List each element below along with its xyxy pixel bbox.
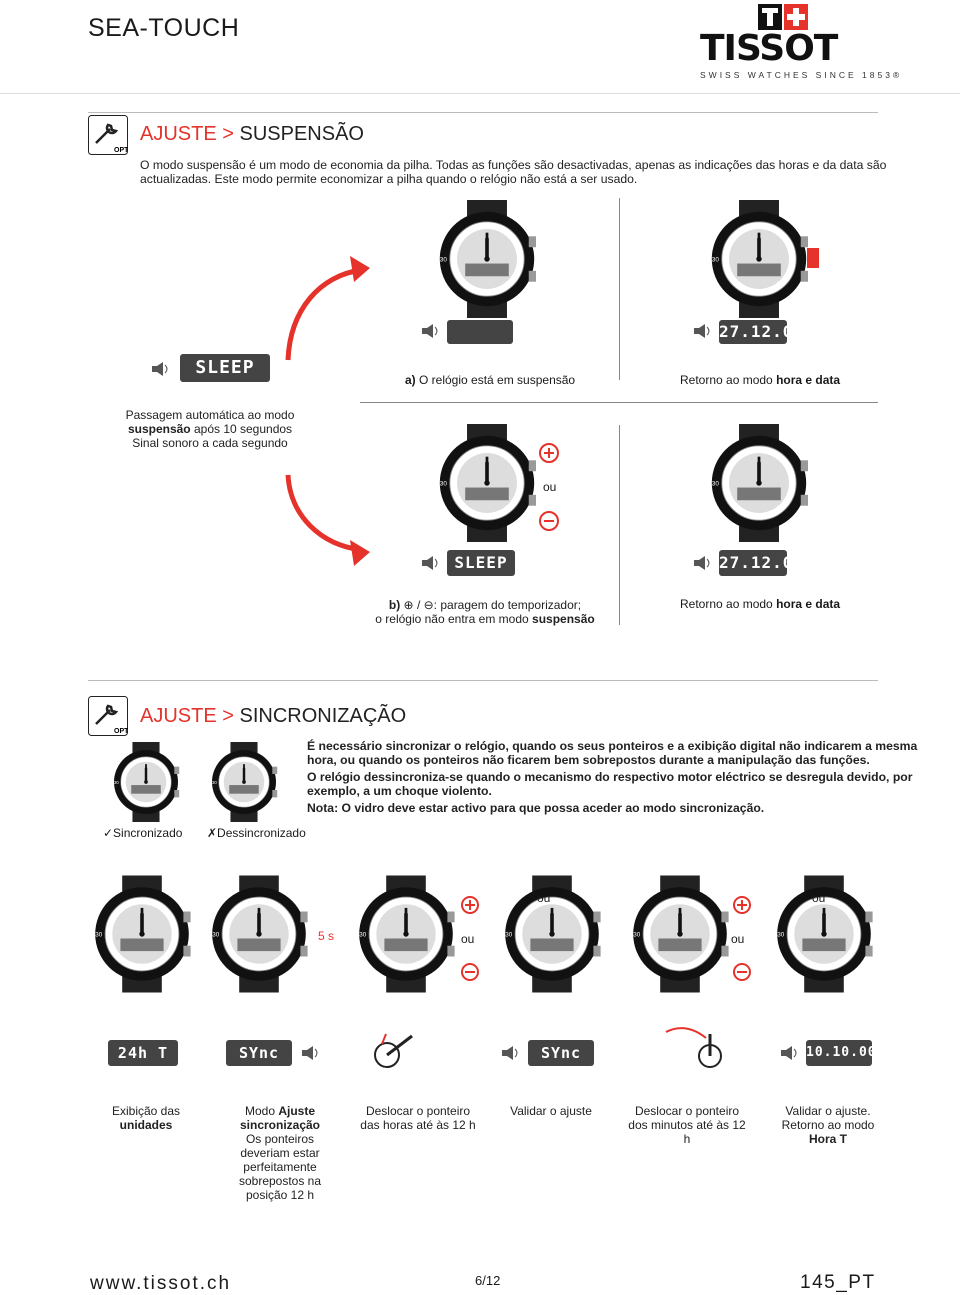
lcd-time: 10.10.00 bbox=[806, 1040, 876, 1066]
press-indicator-icon bbox=[807, 248, 819, 268]
or-label: ou bbox=[731, 932, 745, 946]
wrench-opt-icon: OPT bbox=[88, 115, 128, 155]
or-label: ou bbox=[537, 891, 551, 905]
speaker-icon bbox=[302, 1046, 318, 1060]
section-title-suspensao: AJUSTE > SUSPENSÃO bbox=[140, 123, 364, 145]
minus-icon bbox=[733, 963, 751, 981]
plus-icon bbox=[539, 443, 559, 463]
speaker-icon bbox=[781, 1046, 797, 1060]
step-caption-4: Validar o ajuste bbox=[510, 1104, 592, 1118]
document-code: 145_PT bbox=[800, 1272, 876, 1293]
watch-sleep-a bbox=[432, 200, 542, 318]
watch-synced bbox=[108, 742, 184, 822]
watch-unsynced bbox=[206, 742, 282, 822]
step-caption-5: Deslocar o ponteiro dos minutos até às 1… bbox=[628, 1104, 746, 1146]
speaker-icon bbox=[422, 556, 438, 570]
lcd-sleep: SLEEP bbox=[180, 354, 270, 382]
hour-hand-dial-icon bbox=[374, 1033, 413, 1068]
minus-icon bbox=[539, 511, 559, 531]
label-synced: ✓Sincronizado bbox=[103, 826, 183, 840]
caption-auto-sleep: Passagem automática ao modo suspensão ap… bbox=[125, 408, 295, 450]
lcd-sync: SYnc bbox=[226, 1040, 292, 1066]
five-seconds-label: 5 s bbox=[318, 929, 335, 943]
wrench-opt-icon: OPT bbox=[88, 696, 128, 736]
speaker-icon bbox=[422, 324, 438, 338]
caption-b: b) ⊕ / ⊖: paragem do temporizador; o rel… bbox=[375, 598, 595, 626]
label-unsynced: ✗Dessincronizado bbox=[207, 826, 306, 840]
watch-step-5 bbox=[626, 875, 734, 993]
lcd-date: 27.12.07 bbox=[719, 320, 803, 344]
curved-arrow-up-icon bbox=[285, 256, 370, 361]
page-number: 6/12 bbox=[475, 1273, 501, 1288]
or-label: ou bbox=[543, 480, 557, 494]
curved-arrow-down-icon bbox=[285, 474, 370, 566]
speaker-icon bbox=[152, 362, 168, 376]
footer-url[interactable]: www.tissot.ch bbox=[90, 1273, 232, 1294]
page-title: SEA-TOUCH bbox=[88, 14, 240, 42]
watch-step-3 bbox=[352, 875, 460, 993]
lcd-sleep-b: SLEEP bbox=[447, 550, 515, 576]
or-label: ou bbox=[812, 891, 826, 905]
brand-tagline: SWISS WATCHES SINCE 1853® bbox=[700, 70, 903, 80]
speaker-icon bbox=[694, 556, 710, 570]
svg-text:OPT: OPT bbox=[114, 728, 128, 735]
lcd-date-b: 27.12.07 bbox=[719, 550, 803, 576]
suspensao-body: O modo suspensão é um modo de economia d… bbox=[140, 158, 887, 186]
watch-date-b bbox=[704, 424, 814, 542]
or-label: ou bbox=[461, 932, 475, 946]
minus-icon bbox=[461, 963, 479, 981]
tissot-cross-logo bbox=[758, 4, 808, 30]
caption-return-a: Retorno ao modo hora e data bbox=[680, 373, 841, 387]
watch-step-4 bbox=[498, 875, 606, 993]
caption-a: a) O relógio está em suspensão bbox=[405, 373, 576, 387]
svg-text:OPT: OPT bbox=[114, 147, 128, 154]
speaker-icon bbox=[694, 324, 710, 338]
watch-step-1 bbox=[88, 875, 196, 993]
sync-body: É necessário sincronizar o relógio, quan… bbox=[307, 739, 918, 815]
watch-step-2 bbox=[205, 875, 313, 993]
minute-hand-dial-icon bbox=[665, 1027, 722, 1068]
step-caption-3: Deslocar o ponteiro das horas até às 12 … bbox=[360, 1104, 476, 1132]
lcd-units: 24h T bbox=[108, 1040, 178, 1066]
plus-icon bbox=[461, 896, 479, 914]
watch-date-a bbox=[704, 200, 814, 318]
caption-return-b: Retorno ao modo hora e data bbox=[680, 597, 841, 611]
section-title-sincronizacao: AJUSTE > SINCRONIZAÇÃO bbox=[140, 705, 407, 727]
watch-sleep-b bbox=[432, 424, 542, 542]
speaker-icon bbox=[502, 1046, 518, 1060]
lcd-blank bbox=[447, 320, 513, 344]
plus-icon bbox=[733, 896, 751, 914]
brand-wordmark: TISSOT bbox=[700, 28, 838, 69]
lcd-sync-2: SYnc bbox=[528, 1040, 594, 1066]
